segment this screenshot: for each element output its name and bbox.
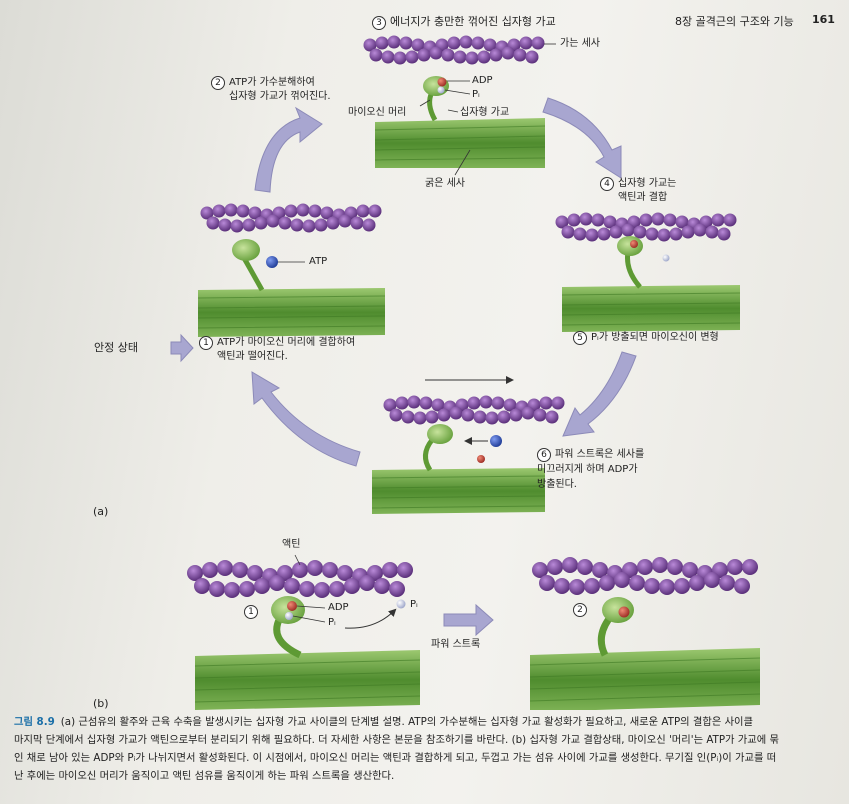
- panel-a-label: (a): [93, 505, 109, 518]
- pi-label: Pᵢ: [472, 89, 480, 100]
- myosin-head-label: 마이오신 머리: [348, 107, 407, 118]
- thin-filament-right: [555, 212, 737, 242]
- atp-molecule: [266, 256, 278, 268]
- actin-filament-b2: [532, 557, 758, 595]
- power-stroke-label: 파워 스트록: [431, 639, 481, 650]
- thick-filament-b2: [530, 648, 760, 710]
- myosin-head-left: [232, 239, 260, 261]
- released-pi: [662, 254, 670, 262]
- thick-filament-bottom: [372, 468, 545, 514]
- panel-b-adp-label: ADP: [328, 602, 349, 613]
- panel-b-step1: 1: [244, 605, 262, 619]
- myosin-head-bottom: [427, 424, 453, 444]
- atp-label: ATP: [309, 256, 328, 267]
- chapter-title: 8장 골격근의 구조와 기능: [675, 15, 794, 28]
- adp-label: ADP: [472, 75, 493, 86]
- thick-filament-label: 굵은 세사: [425, 178, 465, 189]
- page-number: 161: [812, 13, 835, 26]
- cross-bridge-diagram: [170, 35, 761, 710]
- panel-b-right: [529, 557, 761, 710]
- panel-b-pi-label: Pᵢ: [328, 617, 336, 628]
- cycle-arrows: [170, 97, 637, 637]
- thick-filament-top: [375, 118, 545, 168]
- stage4-right: [555, 212, 741, 332]
- figure-label: 그림 8.9: [14, 716, 55, 728]
- stage6-bottom: [371, 376, 565, 514]
- stage3-top: [363, 35, 556, 176]
- stage1-left: [197, 203, 386, 337]
- rest-state-label: 안정 상태: [94, 341, 138, 354]
- thick-filament-left: [198, 288, 385, 337]
- pi-molecule: [437, 86, 445, 94]
- thin-filament-left: [200, 203, 382, 233]
- figure-caption: 그림 8.9(a) 근섬유의 활주와 근육 수축을 발생시키는 십자형 가교 사…: [14, 716, 779, 782]
- thick-filament-right: [562, 285, 740, 332]
- adp-molecule: [437, 77, 447, 87]
- thin-filament-top: [363, 35, 545, 65]
- panel-b-label: (b): [93, 697, 109, 710]
- actin-label: 액틴: [282, 539, 301, 550]
- panel-b-pi-released-label: Pᵢ: [410, 599, 418, 610]
- myosin-head-b2: [602, 597, 634, 623]
- panel-b-step2: 2: [573, 603, 591, 617]
- thin-filament-label: 가는 세사: [560, 38, 600, 49]
- actin-filament-b1: [187, 560, 413, 598]
- panel-b-left: [187, 554, 421, 710]
- thin-filament-bottom: [383, 395, 565, 425]
- myosin-head-right: [617, 236, 643, 256]
- cross-bridge-label: 십자형 가교: [460, 107, 510, 118]
